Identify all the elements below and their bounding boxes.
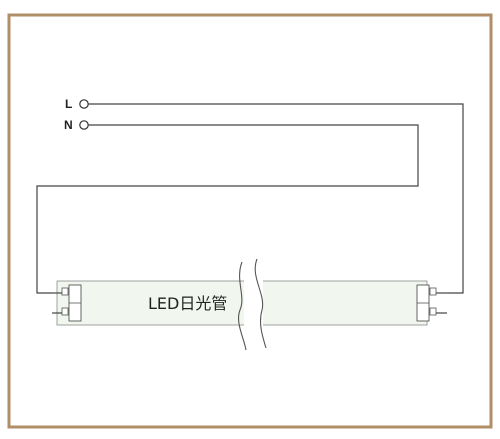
left-cap-clip-top [61, 287, 69, 296]
left-cap-clip-bottom [61, 307, 69, 316]
terminal-live-label: L [65, 97, 72, 111]
terminal-neutral-label: N [64, 118, 73, 132]
tube-body-left [56, 280, 246, 326]
live-wire [88, 103, 464, 294]
neutral-wire [36, 124, 419, 294]
tube-break-line-right [254, 258, 267, 349]
tube-break-line-left [237, 261, 247, 351]
diagram-border [7, 13, 493, 429]
terminal-neutral-icon [79, 120, 89, 130]
tube-break-gap [244, 276, 263, 330]
right-cap-clip-top [429, 287, 437, 296]
tube-label: LED日光管 [148, 294, 227, 313]
tube-body-right [261, 280, 428, 326]
terminal-live-icon [79, 99, 89, 109]
right-cap-clip-bottom [429, 307, 437, 316]
